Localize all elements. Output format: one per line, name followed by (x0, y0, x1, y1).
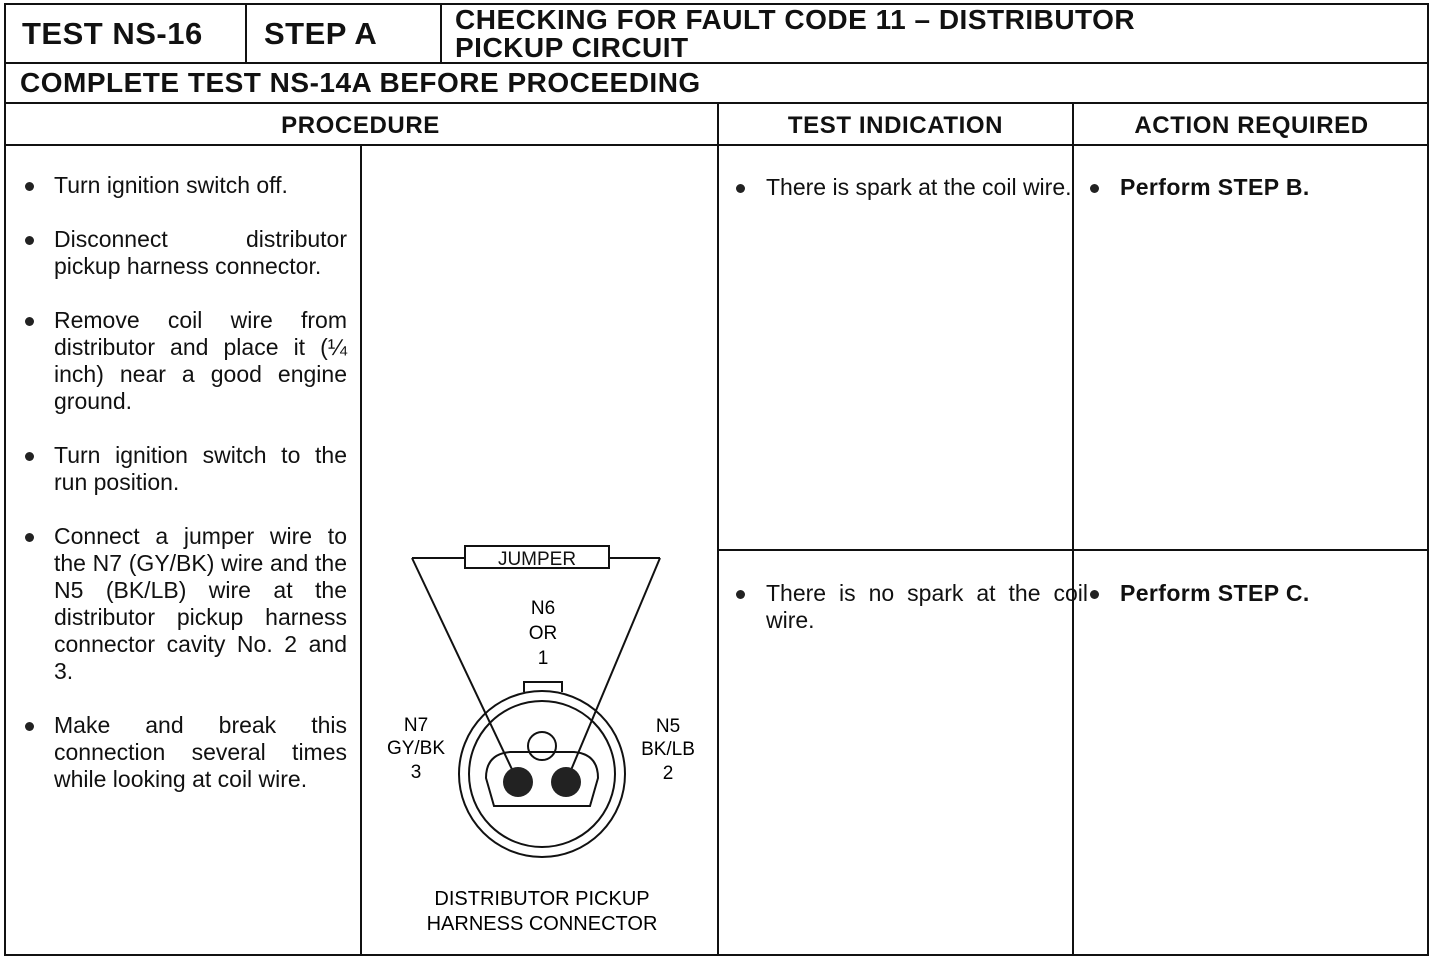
outer-frame (4, 3, 1429, 956)
jumper-label: JUMPER (498, 549, 576, 570)
step-label: STEP A (264, 16, 378, 51)
test-id: TEST NS-16 (22, 16, 203, 51)
procedure-step-3: Remove coil wire from distributor and pl… (22, 307, 347, 415)
procedure-step-5: Connect a jumper wire to the N7 (GY/BK) … (22, 523, 347, 685)
diagram-caption-line-1: DISTRIBUTOR PICKUP (434, 888, 649, 910)
column-header-test-indication: TEST INDICATION (787, 112, 1004, 139)
page-title: CHECKING FOR FAULT CODE 11 – DISTRIBUTOR… (455, 6, 1135, 62)
pin-right-name: N5 (656, 716, 680, 737)
harness-connector (458, 681, 626, 858)
prerequisite-note: COMPLETE TEST NS-14A BEFORE PROCEEDING (20, 67, 701, 98)
result-row-divider (717, 549, 1429, 551)
header-cell-divider-1 (245, 3, 247, 63)
pin-cavity-left (503, 767, 533, 797)
pin-right-color: BK/LB (641, 739, 695, 760)
procedure-list: Turn ignition switch off. Disconnect dis… (22, 172, 347, 820)
pin-top-name: N6 (531, 598, 555, 619)
pin-cavity-right (551, 767, 581, 797)
column-divider-1 (717, 102, 719, 956)
procedure-step-6: Make and break this connection several t… (22, 712, 347, 793)
pin-top-color: OR (529, 623, 558, 644)
pin-left-color: GY/BK (387, 738, 445, 759)
column-header-divider (4, 144, 1429, 146)
header-cell-divider-2 (440, 3, 442, 63)
procedure-step-2: Disconnect distributor pickup harness co… (22, 226, 347, 280)
pin-top-number: 1 (538, 648, 549, 669)
column-header-action-required: ACTION REQUIRED (1134, 112, 1369, 139)
column-header-procedure: PROCEDURE (281, 112, 440, 139)
connector-diagram: JUMPER N6 OR 1 N7 GY/BK 3 N5 BK/LB 2 DIS… (387, 545, 695, 935)
test-indication-2: There is no spark at the coil wire. (732, 580, 1088, 634)
action-required-1: Perform STEP B. (1086, 174, 1440, 201)
pin-left-name: N7 (404, 715, 428, 736)
pin-right-number: 2 (663, 763, 674, 784)
procedure-diagram-divider (360, 144, 362, 956)
prerequisite-divider (4, 102, 1429, 104)
jumper-wire (411, 557, 661, 783)
header-divider (4, 62, 1429, 64)
jumper-label-box (464, 545, 610, 569)
procedure-step-1: Turn ignition switch off. (22, 172, 347, 199)
procedure-step-4: Turn ignition switch to the run position… (22, 442, 347, 496)
action-required-2: Perform STEP C. (1086, 580, 1440, 607)
test-indication-1: There is spark at the coil wire. (732, 174, 1088, 201)
pin-left-number: 3 (411, 762, 422, 783)
title-line-2: PICKUP CIRCUIT (455, 32, 689, 63)
title-line-1: CHECKING FOR FAULT CODE 11 – DISTRIBUTOR (455, 4, 1136, 35)
diagram-caption-line-2: HARNESS CONNECTOR (427, 913, 658, 935)
column-divider-2 (1072, 102, 1074, 956)
